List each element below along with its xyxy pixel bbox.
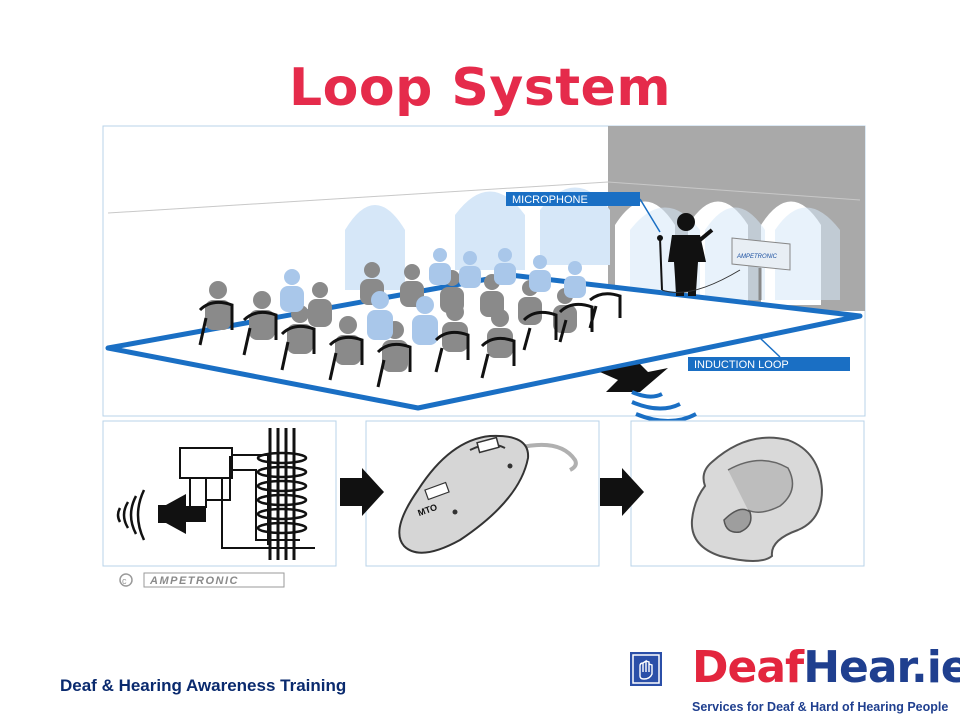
ear-icon bbox=[690, 436, 824, 562]
down-arrow-icon bbox=[600, 364, 668, 392]
brand-tagline: Services for Deaf & Hard of Hearing Peop… bbox=[692, 700, 949, 714]
audience bbox=[198, 248, 622, 388]
amplifier-brand-label: AMPETRONIC bbox=[736, 254, 778, 260]
copyright-logo: c AMPETRONIC bbox=[119, 572, 285, 588]
mic-cable bbox=[661, 269, 741, 293]
ceiling-line bbox=[107, 181, 609, 214]
loudspeaker-icon bbox=[158, 494, 206, 534]
right-arrow-icon-2 bbox=[600, 468, 644, 516]
speaker-figure bbox=[668, 213, 714, 296]
brand-part-hear: Hear bbox=[803, 642, 912, 693]
ceiling-line-right bbox=[607, 181, 861, 201]
footer-training-title: Deaf & Hearing Awareness Training bbox=[60, 676, 347, 695]
microphone-label: MICROPHONE bbox=[512, 194, 588, 206]
audience-blue bbox=[280, 248, 586, 345]
chairs bbox=[198, 292, 622, 388]
coil-icon bbox=[256, 428, 308, 560]
slide-title: Loop System bbox=[288, 58, 672, 118]
deafhear-brand-name: DeafHear.ie bbox=[692, 642, 960, 693]
copyright-brand-label: AMPETRONIC bbox=[149, 575, 239, 587]
right-arrow-icon bbox=[340, 468, 384, 516]
microphone-icon bbox=[657, 235, 663, 241]
brand-part-ie: .ie bbox=[911, 642, 960, 693]
amplifier: AMPETRONIC bbox=[731, 237, 791, 300]
brand-part-deaf: Deaf bbox=[692, 642, 804, 693]
sound-waves-icon bbox=[116, 489, 146, 541]
hearing-aid-icon: MTO bbox=[398, 434, 578, 554]
induction-loop-callout: INDUCTION LOOP bbox=[688, 337, 850, 371]
circuit-diagram bbox=[179, 447, 315, 549]
induction-loop-label: INDUCTION LOOP bbox=[694, 359, 789, 371]
panel-loop-driver bbox=[102, 420, 337, 567]
microphone-callout: MICROPHONE bbox=[506, 192, 661, 233]
deafhear-hand-logo-icon bbox=[630, 652, 662, 686]
microphone-stand bbox=[659, 237, 663, 291]
svg-text:c: c bbox=[122, 576, 127, 586]
